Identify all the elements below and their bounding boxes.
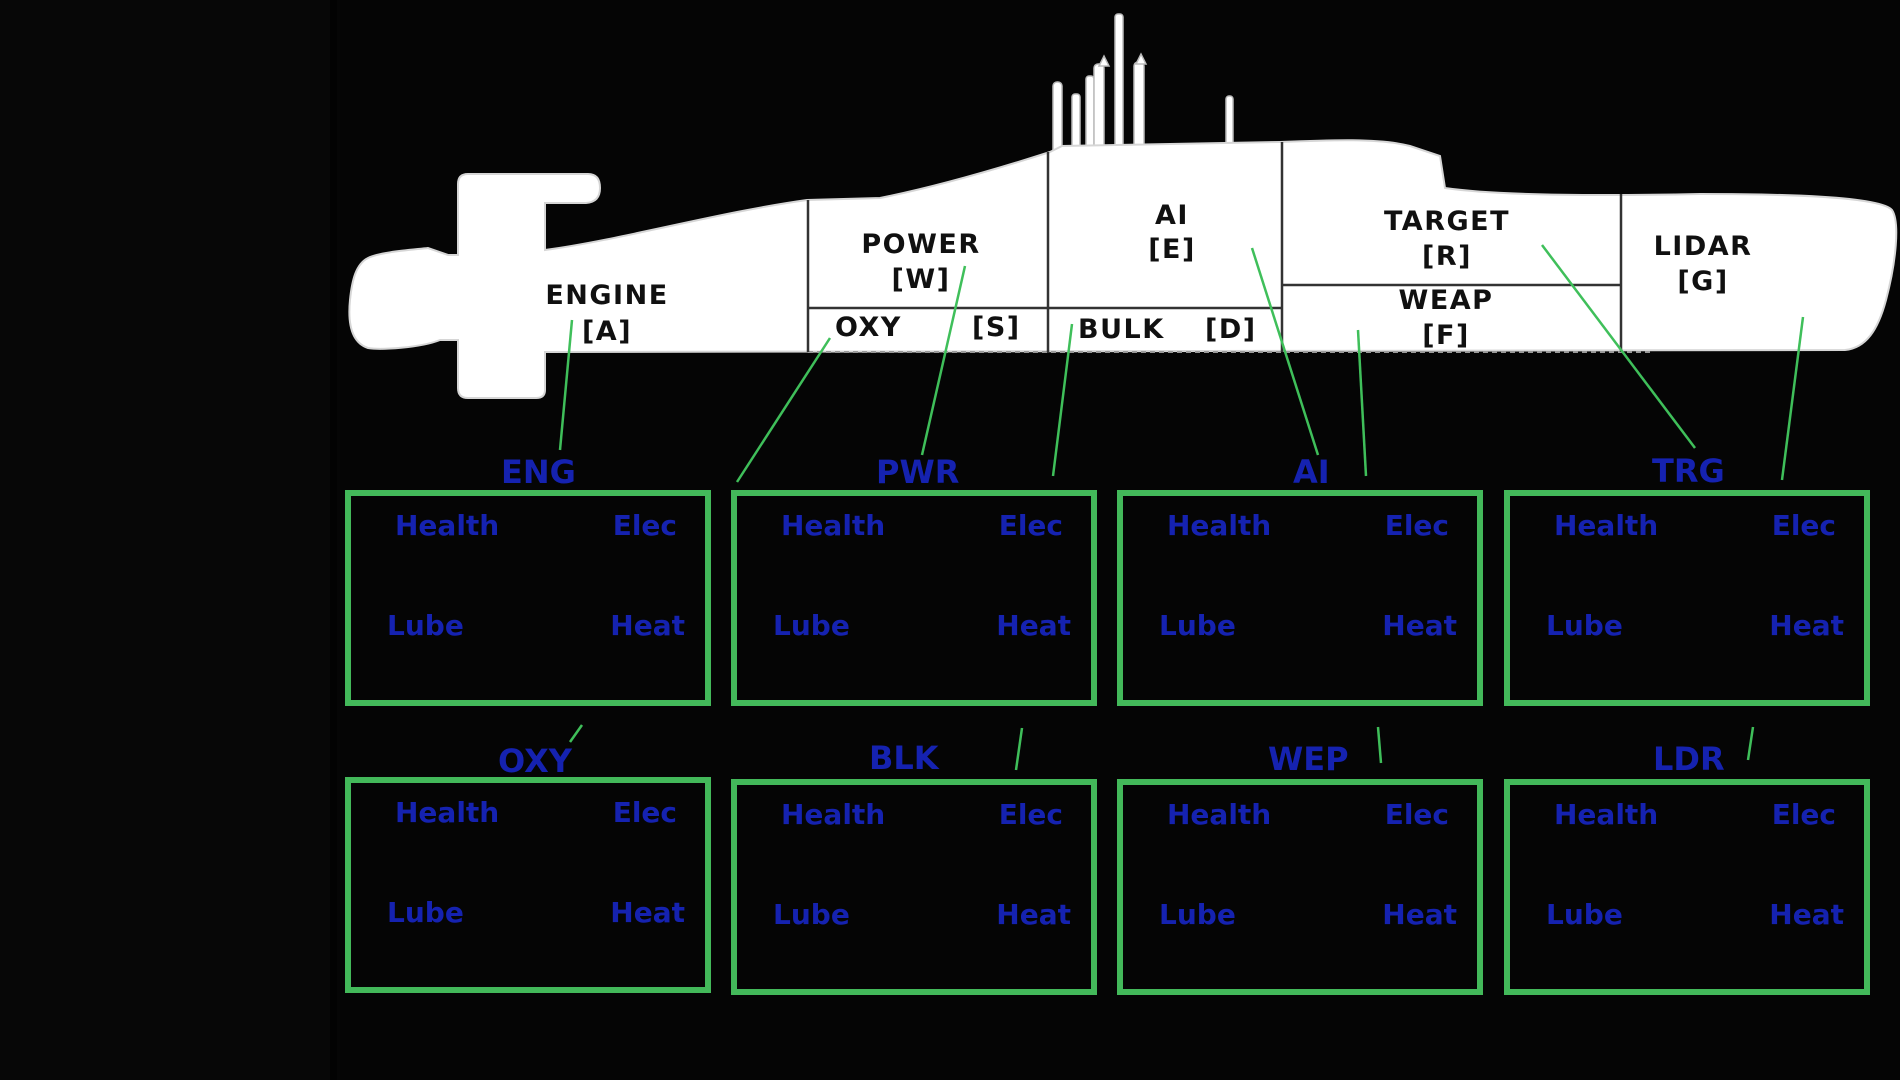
ai-heat-label: Heat — [1382, 609, 1457, 642]
status-panel-ldr: Health Elec Lube Heat — [1504, 779, 1870, 995]
weap-compartment-key: [F] — [1422, 320, 1470, 351]
pwr-heat-label: Heat — [996, 609, 1071, 642]
weap-compartment-name: WEAP — [1399, 285, 1494, 316]
target-compartment-key: [R] — [1422, 241, 1472, 272]
blk-elec-label: Elec — [998, 798, 1063, 831]
ldr-lube-label: Lube — [1546, 898, 1623, 931]
bulk-compartment-name: BULK — [1078, 314, 1165, 345]
oxy-heat-label: Heat — [610, 896, 685, 929]
trg-elec-label: Elec — [1771, 509, 1836, 542]
oxy-elec-label: Elec — [612, 796, 677, 829]
trg-health-label: Health — [1554, 509, 1659, 542]
wep-lube-label: Lube — [1159, 898, 1236, 931]
status-panel-trg: Health Elec Lube Heat — [1504, 490, 1870, 706]
pwr-health-label: Health — [781, 509, 886, 542]
connector-lines — [558, 244, 1805, 771]
oxy-compartment-key: [S] — [972, 312, 1021, 343]
status-panel-pwr: Health Elec Lube Heat — [731, 490, 1097, 706]
panel-label-pwr: PWR — [876, 453, 960, 491]
status-panel-wep: Health Elec Lube Heat — [1117, 779, 1483, 995]
status-panel-ai: Health Elec Lube Heat — [1117, 490, 1483, 706]
blk-health-label: Health — [781, 798, 886, 831]
panel-label-wep: WEP — [1268, 740, 1349, 778]
pwr-lube-label: Lube — [773, 609, 850, 642]
pwr-elec-label: Elec — [998, 509, 1063, 542]
status-panel-eng: Health Elec Lube Heat — [345, 490, 711, 706]
status-panel-blk: Health Elec Lube Heat — [731, 779, 1097, 995]
compartment-labels: ENGINE [A] POWER [W] OXY [S] AI [E] BULK… — [545, 200, 1753, 351]
panel-label-blk: BLK — [869, 739, 939, 777]
submarine-hull — [348, 139, 1898, 399]
compartment-dividers — [806, 142, 1623, 352]
status-panel-oxy: Health Elec Lube Heat — [345, 777, 711, 993]
lidar-compartment-name: LIDAR — [1654, 231, 1753, 262]
wep-health-label: Health — [1167, 798, 1272, 831]
panel-label-trg: TRG — [1652, 452, 1725, 490]
periscope-masts — [1052, 13, 1234, 161]
engine-compartment-key: [A] — [582, 316, 632, 347]
target-compartment-name: TARGET — [1384, 206, 1510, 237]
ai-elec-label: Elec — [1384, 509, 1449, 542]
wep-heat-label: Heat — [1382, 898, 1457, 931]
panel-label-ai: AI — [1293, 453, 1330, 491]
left-side-panel — [0, 0, 337, 1080]
ai-compartment-key: [E] — [1148, 234, 1196, 265]
bulk-compartment-key: [D] — [1205, 314, 1257, 345]
panel-label-eng: ENG — [501, 453, 576, 491]
ai-compartment-name: AI — [1155, 200, 1189, 231]
engine-compartment-name: ENGINE — [545, 280, 668, 311]
ldr-heat-label: Heat — [1769, 898, 1844, 931]
blk-lube-label: Lube — [773, 898, 850, 931]
panel-label-ldr: LDR — [1653, 740, 1725, 778]
eng-heat-label: Heat — [610, 609, 685, 642]
oxy-compartment-name: OXY — [835, 312, 902, 343]
ai-lube-label: Lube — [1159, 609, 1236, 642]
wep-elec-label: Elec — [1384, 798, 1449, 831]
ldr-health-label: Health — [1554, 798, 1659, 831]
ldr-elec-label: Elec — [1771, 798, 1836, 831]
trg-lube-label: Lube — [1546, 609, 1623, 642]
eng-health-label: Health — [395, 509, 500, 542]
panel-label-oxy: OXY — [498, 742, 572, 780]
eng-elec-label: Elec — [612, 509, 677, 542]
eng-lube-label: Lube — [387, 609, 464, 642]
ai-health-label: Health — [1167, 509, 1272, 542]
oxy-health-label: Health — [395, 796, 500, 829]
trg-heat-label: Heat — [1769, 609, 1844, 642]
power-compartment-name: POWER — [861, 229, 980, 260]
blk-heat-label: Heat — [996, 898, 1071, 931]
lidar-compartment-key: [G] — [1677, 266, 1728, 297]
oxy-lube-label: Lube — [387, 896, 464, 929]
power-compartment-key: [W] — [892, 264, 951, 295]
